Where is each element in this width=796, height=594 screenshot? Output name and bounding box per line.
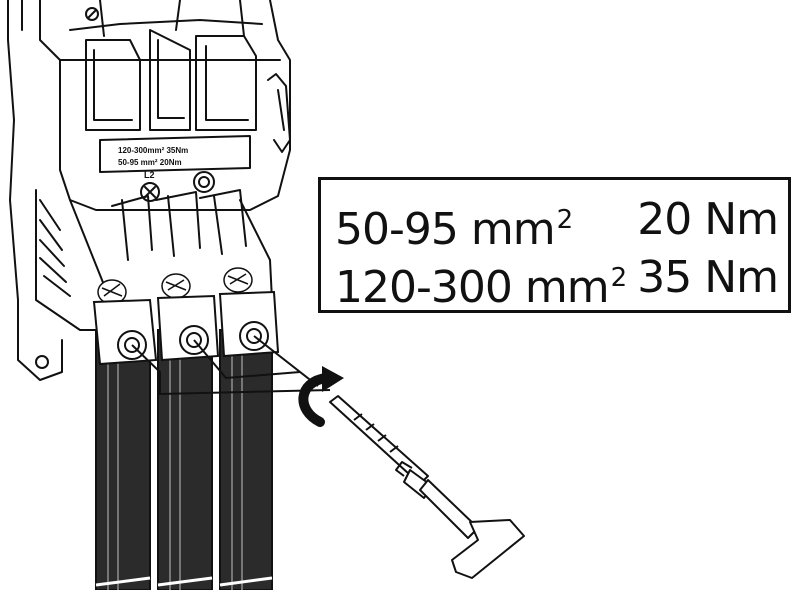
phase-label: L2 [144, 170, 155, 180]
cables [95, 329, 273, 591]
engraved-text-2: 50-95 mm² 20Nm [118, 158, 182, 167]
label-plate [99, 135, 251, 173]
terminal-screw-right [193, 171, 215, 193]
torque-value: 20 Nm [637, 194, 779, 245]
clamp-block-left [85, 39, 141, 131]
chassis-outline [7, 0, 63, 381]
cross-section-label: 120-300 mm2 [335, 262, 627, 313]
spec-row-small: 50-95 mm2 20 Nm [321, 192, 788, 255]
leader-lines [131, 335, 331, 396]
spec-row-large: 120-300 mm2 35 Nm [321, 250, 788, 313]
conductor-strands [97, 267, 253, 305]
torque-value: 35 Nm [637, 252, 779, 303]
rotation-arrow-icon [298, 366, 344, 427]
top-screw-icon [85, 7, 99, 21]
cable-l2 [157, 329, 213, 591]
torque-spec-table: 50-95 mm2 20 Nm 120-300 mm2 35 Nm [318, 177, 791, 313]
chassis-screw [35, 355, 49, 369]
cross-section-label: 50-95 mm2 [335, 204, 573, 255]
cable-lugs [92, 290, 280, 366]
side-panel [35, 189, 97, 331]
terminal-screw-left [140, 182, 160, 202]
clamp-block-right [195, 35, 257, 131]
cable-l1 [95, 329, 151, 591]
connector-fins [121, 195, 223, 261]
t-handle-screwdriver [329, 395, 525, 579]
clamp-block-mid [149, 29, 191, 131]
breaker-body [39, 0, 291, 211]
cable-l3 [219, 329, 273, 591]
engraved-text-1: 120-300mm² 35Nm [118, 146, 188, 155]
latch [267, 73, 291, 153]
